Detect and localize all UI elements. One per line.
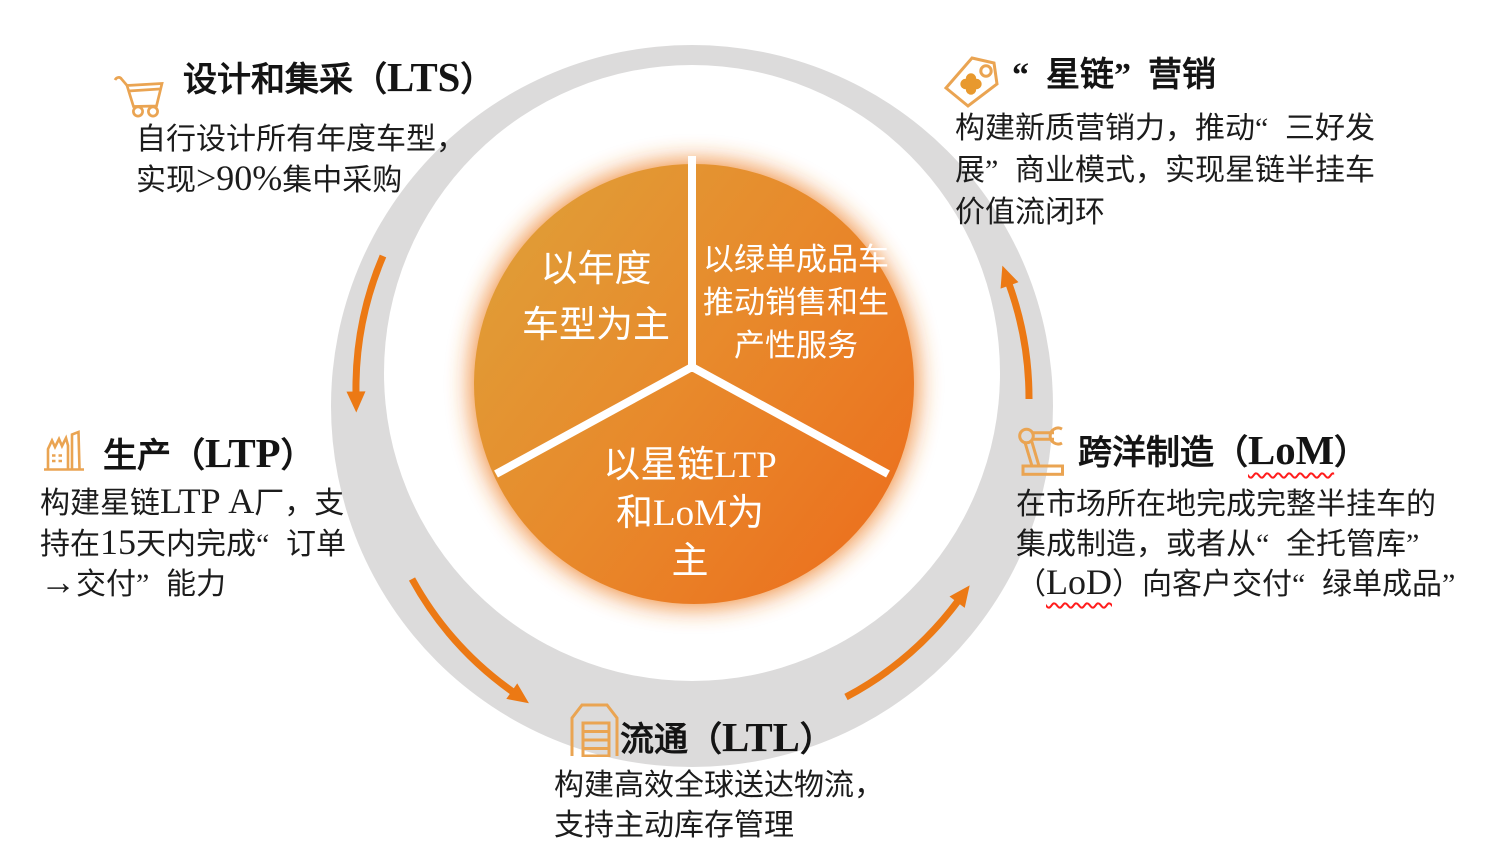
body-line: 构建星链LTP A厂，支 (40, 481, 345, 521)
title-text: ） (1334, 435, 1369, 472)
body-line: 持在15天内完成“订单 (40, 521, 346, 562)
body-line-text: ）向客户交付“绿单成品” (1112, 568, 1456, 601)
robot-arm-icon (1018, 426, 1064, 476)
arrow-left-down (346, 254, 387, 413)
title-text: 跨洋制造（ (1078, 435, 1248, 472)
lod-spellcheck-underline: LoD (1046, 562, 1112, 602)
factory-icon (44, 430, 84, 471)
body-line: 构建新质营销力，推动“三好发 (955, 112, 1375, 145)
sector-line: 和LoM为 (615, 493, 764, 534)
body-line-text: （ (1016, 568, 1046, 601)
body-line: 自行设计所有年度车型， (136, 123, 466, 156)
body-line: 构建高效全球送达物流， (554, 769, 884, 802)
node-marketing-title: “星链”营销 (1012, 57, 1216, 94)
sector-green-order-label: 以绿单成品车 推动销售和生 产性服务 (703, 238, 889, 367)
node-marketing-body: 构建新质营销力，推动“三好发 展”商业模式，实现星链半挂车 价值流闭环 (955, 108, 1375, 234)
sector-line: 产性服务 (734, 328, 858, 363)
node-lom-title: 跨洋制造（LoM） (1078, 428, 1369, 474)
arrow-bottomleft-down (408, 577, 529, 704)
node-ltl-title: 流通（LTL） (620, 715, 834, 760)
sector-line: 以星链LTP (603, 445, 777, 486)
cycle-arrows (346, 254, 1033, 704)
sector-line: 车型为主 (522, 305, 670, 346)
price-tag-icon (943, 56, 999, 108)
body-line: 集成制造，或者从“全托管库” (1016, 527, 1420, 561)
body-line: （LoD）向客户交付“绿单成品” (1016, 564, 1472, 605)
sector-ltp-lom-label: 以星链LTP 和LoM为 主 (603, 442, 776, 586)
node-lts-title: 设计和集采（LTS） (183, 55, 495, 100)
node-lts-body: 自行设计所有年度车型， 实现>90%集中采购 (136, 120, 466, 201)
arrow-right-up (1000, 265, 1033, 400)
body-line: 展”商业模式，实现星链半挂车 (955, 154, 1375, 187)
sector-line: 主 (671, 541, 709, 582)
node-lom-body: 在市场所在地完成完整半挂车的 集成制造，或者从“全托管库” （LoD）向客户交付… (1016, 485, 1472, 605)
garage-icon (570, 703, 619, 757)
body-line: 实现>90%集中采购 (136, 158, 403, 198)
body-line: 价值流闭环 (955, 196, 1105, 229)
arrow-bottomright-up (844, 585, 970, 701)
lom-spellcheck-underline: LoM (1248, 428, 1335, 473)
sector-annual-models-label: 以年度 车型为主 (522, 242, 670, 354)
body-line: →交付”能力 (40, 562, 226, 602)
node-ltp-title: 生产（LTP） (103, 431, 315, 476)
center-circle (474, 164, 914, 604)
shopping-cart-icon (113, 76, 164, 118)
node-ltl-body: 构建高效全球送达物流， 支持主动库存管理 (554, 766, 884, 846)
sector-line: 推动销售和生 (703, 285, 889, 320)
sector-dividers (494, 156, 890, 478)
body-line: 支持主动库存管理 (554, 809, 794, 842)
body-line: 在市场所在地完成完整半挂车的 (1016, 488, 1436, 521)
node-ltp-body: 构建星链LTP A厂，支 持在15天内完成“订单 →交付”能力 (40, 483, 346, 605)
sector-line: 以绿单成品车 (703, 242, 889, 277)
sector-line: 以年度 (540, 249, 652, 290)
